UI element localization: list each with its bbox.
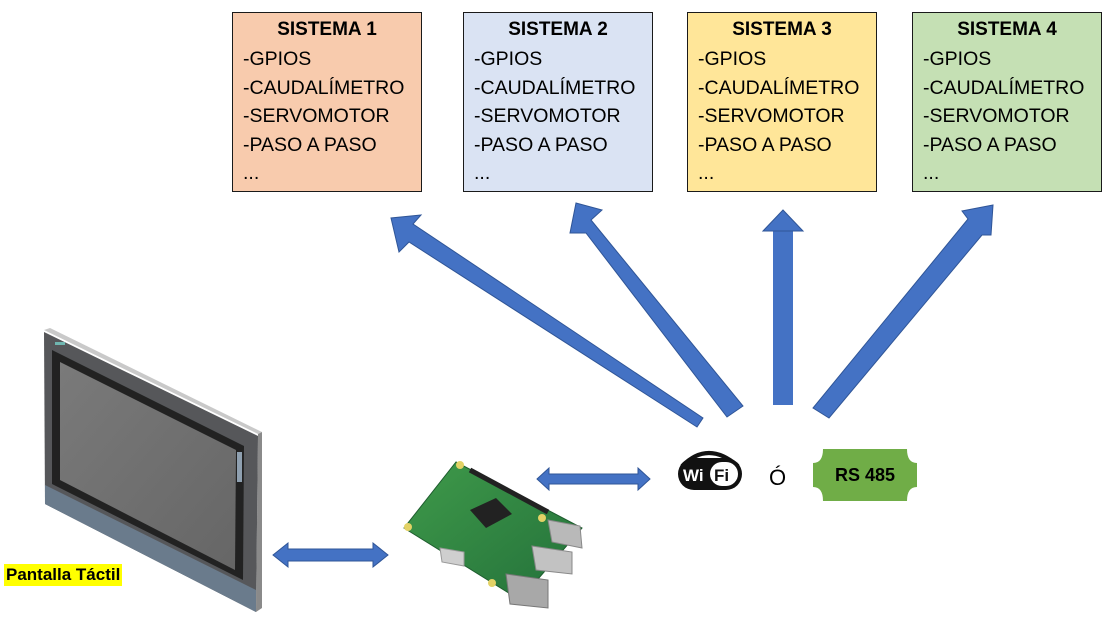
system-item: ... [923,162,940,184]
hdmi-port [439,547,465,567]
system-item: ... [698,162,715,184]
soc-chip [470,498,512,528]
system-3-box: SISTEMA 3 -GPIOS -CAUDALÍMETRO -SERVOMOT… [687,12,877,192]
system-item: -SERVOMOTOR [698,105,845,127]
system-item: -SERVOMOTOR [923,105,1070,127]
arrow-to-system-3-shaft [773,231,793,405]
screen-display [60,362,236,570]
wifi-text-wi: Wi [683,466,704,485]
rs485-label: RS 485 [834,464,896,485]
rs485-badge [813,449,917,501]
system-2-box: SISTEMA 2 -GPIOS -CAUDALÍMETRO -SERVOMOT… [463,12,653,192]
mount-hole [456,461,464,469]
system-title: SISTEMA 2 [508,19,608,40]
system-item: -PASO A PASO [243,133,377,156]
arrow-to-system-1 [390,214,704,428]
system-title: SISTEMA 4 [957,19,1057,40]
system-item: -CAUDALÍMETRO [243,76,405,99]
system-item: -GPIOS [474,48,543,70]
double-arrow-board-comm [536,466,651,492]
system-item: -PASO A PASO [698,133,832,156]
touch-screen-label: Pantalla Táctil [4,564,123,586]
system-item: -GPIOS [923,48,992,70]
wifi-text-fi: Fi [714,466,729,485]
screen-brand-logo [55,342,65,345]
raspberry-pi-board [403,461,583,609]
screen-side-buttons [237,452,242,482]
system-1-box: SISTEMA 1 -GPIOS -CAUDALÍMETRO -SERVOMOT… [232,12,422,192]
arrow-to-system-3 [761,209,805,232]
system-item: -PASO A PASO [474,133,608,156]
screen-bezel-bottom [45,485,256,612]
mount-hole [404,523,412,531]
system-4-box: SISTEMA 4 -GPIOS -CAUDALÍMETRO -SERVOMOT… [912,12,1102,192]
system-item: -CAUDALÍMETRO [474,76,636,99]
double-arrow-screen-board [272,541,389,569]
system-item: ... [243,162,260,184]
system-item: -GPIOS [243,48,312,70]
gpio-header [468,467,550,515]
usb-port [531,545,573,575]
mount-hole [488,579,496,587]
screen-side-edge [44,328,262,434]
wifi-logo: Wi Fi [678,451,742,490]
system-item: -SERVOMOTOR [243,105,390,127]
ethernet-port [505,573,549,609]
mount-hole [538,514,546,522]
arrow-to-system-4 [812,204,994,419]
arrow-to-system-2 [569,202,744,418]
system-item: ... [474,162,491,184]
wifi-fi-pill [710,462,738,486]
screen-right-edge [256,432,262,612]
system-title: SISTEMA 3 [732,19,832,40]
or-label: Ó [769,465,787,490]
system-title: SISTEMA 1 [277,19,377,40]
system-item: -CAUDALÍMETRO [923,76,1085,99]
system-item: -PASO A PASO [923,133,1057,156]
system-item: -CAUDALÍMETRO [698,76,860,99]
system-item: -SERVOMOTOR [474,105,621,127]
system-item: -GPIOS [698,48,767,70]
touch-screen-device [44,328,262,612]
usb-port [547,519,583,549]
